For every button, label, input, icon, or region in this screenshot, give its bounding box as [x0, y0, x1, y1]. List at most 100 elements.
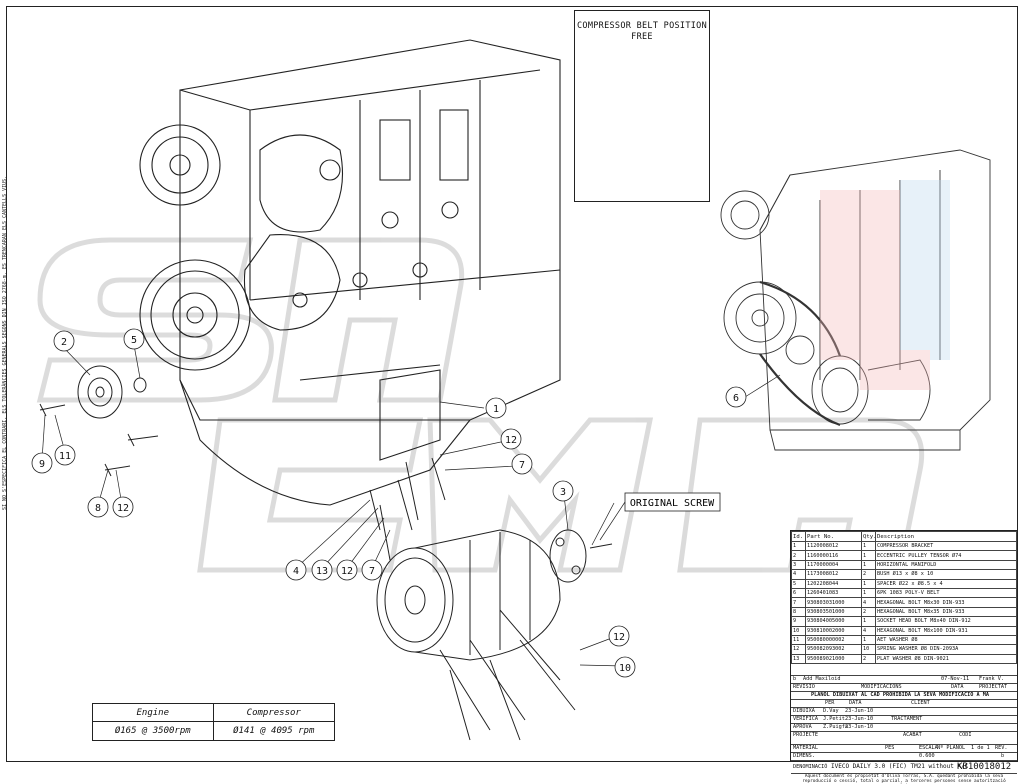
- verifica-row: VERIFICA J.Petit 23-Jun-10 TRACTAMENT: [791, 715, 1017, 723]
- callout-circles: [31, 328, 747, 678]
- parts-cell-description: ECCENTRIC PULLEY TENSOR Ø74: [875, 550, 1017, 561]
- parts-cell-partno: 1120008012: [805, 540, 862, 552]
- speed-value-compressor: Ø141 @ 4095 rpm: [233, 726, 315, 736]
- parts-cell-qty: 10: [861, 644, 876, 655]
- callout-8: 8: [95, 503, 101, 514]
- callout-4: 4: [293, 566, 299, 577]
- callout-3: 3: [560, 487, 566, 498]
- ownership-footer: Aquest document és propietat d'Oliva Tor…: [791, 773, 1017, 784]
- parts-cell-id: 7: [791, 597, 806, 608]
- denominacio-row: DENOMINACIÓ IVECO DAILY 3.0 (FIC) TM21 w…: [791, 760, 1017, 773]
- dibuixa-row: DIBUIXA D.Vay 23-Jun-10: [791, 707, 1017, 715]
- callout-10: 10: [619, 663, 631, 674]
- parts-cell-qty: 1: [861, 550, 876, 561]
- parts-cell-id: 3: [791, 559, 806, 571]
- title-block-fields: b Add Maxiloid 07-Nov-11 Frank V. REVISI…: [791, 665, 1017, 784]
- callout-9: 9: [39, 459, 45, 470]
- parts-table-header: Id. Part No. Qty. Description: [791, 531, 1017, 542]
- callout-1: 1: [493, 404, 499, 415]
- callout-5: 5: [131, 335, 137, 346]
- callout-6: 6: [733, 393, 739, 404]
- callout-12a: 12: [505, 435, 517, 446]
- parts-cell-description: BUSH Ø13 x Ø8 x 10: [875, 569, 1017, 580]
- material-row: MATERIAL PES ESCALA Nº PLÀNOL 1 de 1 REV…: [791, 744, 1017, 752]
- signature-header-row: PER DATA CLIENT: [791, 699, 1017, 707]
- parts-cell-partno: 930803031000: [805, 597, 862, 608]
- callout-13: 13: [316, 566, 328, 577]
- parts-cell-qty: 1: [861, 587, 876, 599]
- parts-header-qty: Qty.: [861, 531, 876, 542]
- projecte-row: PROJECTE ACABAT CODI: [791, 731, 1017, 744]
- parts-cell-qty: 1: [861, 540, 876, 552]
- parts-header-id: Id.: [791, 531, 806, 542]
- parts-cell-id: 9: [791, 616, 806, 627]
- parts-cell-qty: 4: [861, 625, 876, 636]
- warning-row: PLÀNOL DIBUIXAT AL CAD PROHIBIDA LA SEVA…: [791, 691, 1017, 699]
- revision-row: b Add Maxiloid 07-Nov-11 Frank V.: [791, 675, 1017, 683]
- parts-cell-id: 4: [791, 569, 806, 580]
- engine-block-exploded: [139, 39, 561, 506]
- callout-12c: 12: [341, 566, 353, 577]
- parts-cell-description: SOCKET HEAD BOLT M8x40 DIN-912: [875, 616, 1017, 627]
- callout-12b: 12: [117, 503, 129, 514]
- parts-cell-description: AET WASHER Ø8: [875, 634, 1017, 646]
- parts-cell-description: SPRING WASHER Ø8 DIN-2093A: [875, 644, 1017, 655]
- assembly-drawing: 1 2 3 4 5 6 7 7 8 9 10 11 12 12 12 12 13…: [31, 39, 991, 741]
- parts-cell-qty: 2: [861, 606, 876, 618]
- parts-cell-description: SPACER Ø22 x Ø8.5 x 4: [875, 578, 1017, 589]
- parts-cell-qty: 1: [861, 559, 876, 571]
- aprova-row: APROVA Z.Puigfa 23-Jun-10: [791, 723, 1017, 731]
- parts-cell-partno: 950080000002: [805, 634, 862, 646]
- parts-cell-partno: 1173008012: [805, 569, 862, 580]
- speed-table: Engine Compressor Ø165 @ 3500rpm Ø141 @ …: [92, 703, 335, 741]
- callout-11: 11: [59, 451, 71, 462]
- watermark-logo: [36, 237, 925, 573]
- dimens-row: DIMENS. 0.600 b: [791, 752, 1017, 760]
- parts-cell-id: 11: [791, 634, 806, 646]
- parts-header-partno: Part No.: [805, 531, 862, 542]
- original-screw-callout: ORIGINAL SCREW: [599, 492, 721, 541]
- callout-2: 2: [61, 337, 67, 348]
- speed-value-engine: Ø165 @ 3500rpm: [93, 722, 214, 740]
- parts-cell-id: 1: [791, 540, 806, 552]
- assembled-view-highlight: [820, 180, 950, 390]
- parts-cell-qty: 2: [861, 653, 876, 665]
- parts-cell-partno: 950082093002: [805, 644, 862, 655]
- parts-cell-description: HORIZONTAL MANIFOLD: [875, 559, 1017, 571]
- parts-cell-description: HEXAGONAL BOLT M8x100 DIN-931: [875, 625, 1017, 636]
- parts-cell-description: HEXAGONAL BOLT M8x30 DIN-933: [875, 597, 1017, 608]
- inset-title: COMPRESSOR BELT POSITION FREE: [576, 21, 708, 42]
- parts-cell-id: 5: [791, 578, 806, 589]
- parts-cell-id: 6: [791, 587, 806, 599]
- parts-cell-qty: 4: [861, 597, 876, 608]
- parts-cell-description: 6PK 1083 POLY-V BELT: [875, 587, 1017, 599]
- speed-header-engine: Engine: [93, 704, 214, 722]
- parts-cell-id: 2: [791, 550, 806, 561]
- revision-header-row: REVISIÓ MODIFICACIONS DATA PROJECTAT: [791, 683, 1017, 691]
- callout-7: 7: [519, 460, 525, 471]
- parts-cell-id: 13: [791, 653, 806, 665]
- parts-cell-qty: 2: [861, 569, 876, 580]
- parts-cell-qty: 1: [861, 616, 876, 627]
- assembled-view: [720, 149, 991, 451]
- parts-cell-id: 12: [791, 644, 806, 655]
- parts-cell-qty: 1: [861, 578, 876, 589]
- exploded-parts: [39, 365, 613, 741]
- parts-cell-id: 10: [791, 625, 806, 636]
- inset-belt-position: COMPRESSOR BELT POSITION FREE: [574, 10, 710, 202]
- original-screw-label: ORIGINAL SCREW: [630, 498, 715, 509]
- parts-cell-partno: 930810002000: [805, 625, 862, 636]
